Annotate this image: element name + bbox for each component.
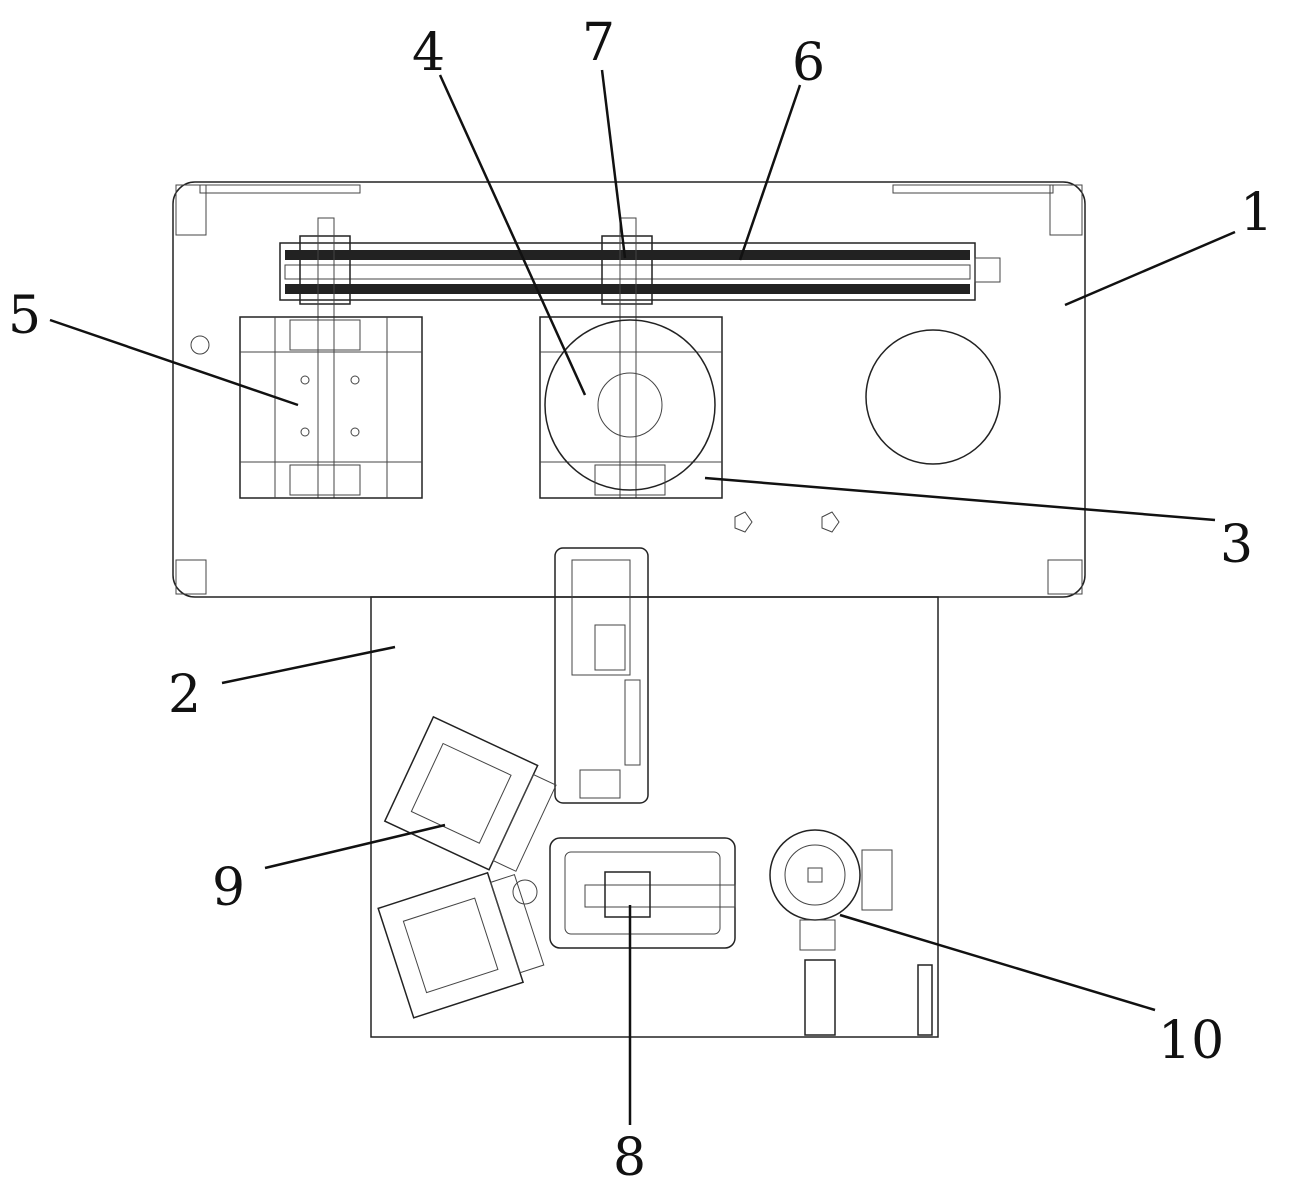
unit-10 xyxy=(769,829,933,1036)
slot-module xyxy=(554,547,649,804)
label-7: 7 xyxy=(582,13,615,73)
label-2: 2 xyxy=(168,665,201,725)
trays-9 xyxy=(377,715,557,1019)
label-5: 5 xyxy=(8,286,41,346)
label-9: 9 xyxy=(212,858,245,918)
leader-lines xyxy=(49,69,1236,1125)
label-3: 3 xyxy=(1220,515,1253,575)
turntable xyxy=(544,319,716,491)
label-8: 8 xyxy=(613,1128,646,1185)
station-3 xyxy=(539,316,723,499)
lower-plate xyxy=(370,596,939,1038)
round-opening xyxy=(865,329,1001,465)
label-1: 1 xyxy=(1240,183,1273,243)
linear-rail xyxy=(279,242,1001,301)
module-8 xyxy=(512,837,736,949)
label-6: 6 xyxy=(792,33,825,93)
corner-brackets xyxy=(175,184,1083,595)
label-4: 4 xyxy=(412,23,445,83)
station-5 xyxy=(239,316,423,499)
upper-plate xyxy=(172,181,1086,598)
label-10: 10 xyxy=(1158,1011,1224,1071)
